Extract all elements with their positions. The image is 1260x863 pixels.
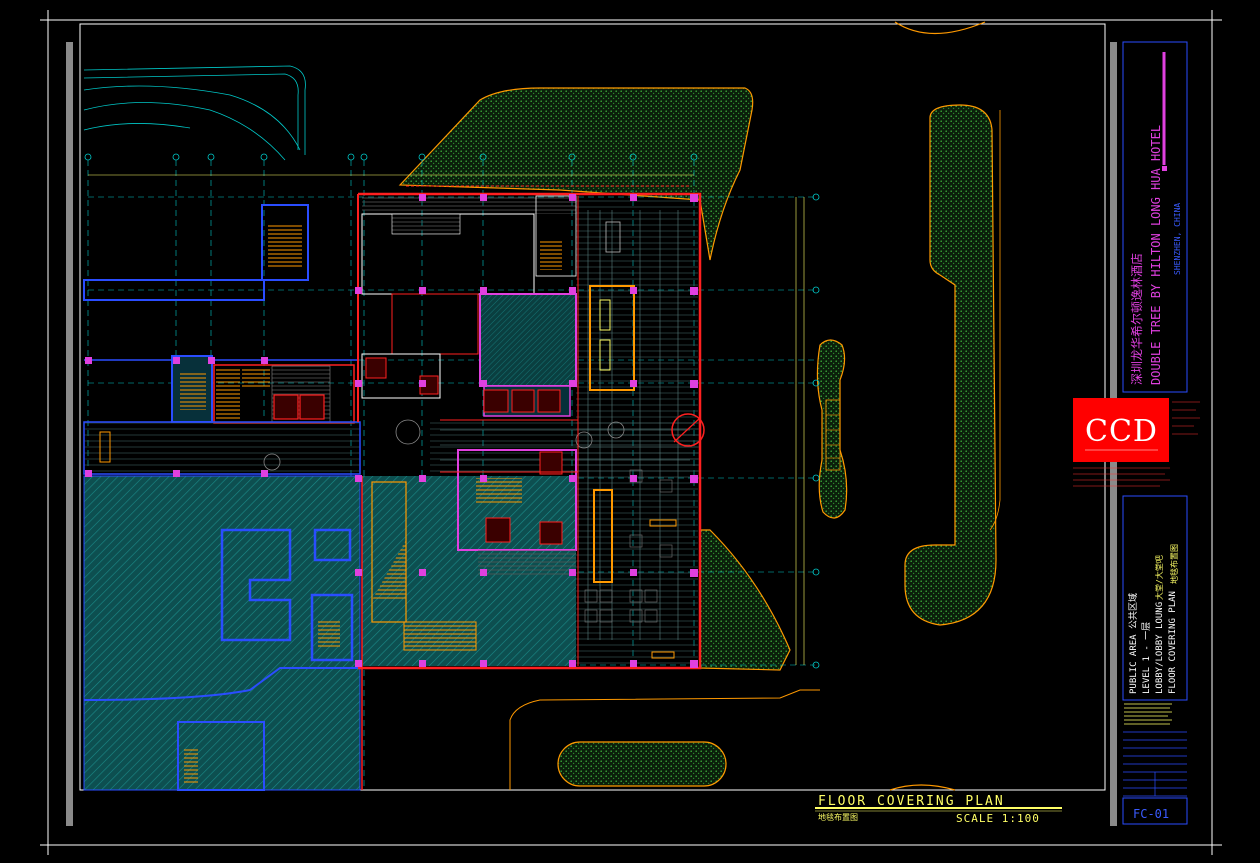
project-name-cn: 深圳龙华希尔顿逸林酒店 (1129, 253, 1144, 385)
area-line-4: FLOOR COVERING PLAN (1168, 591, 1178, 694)
drawing-scale: SCALE 1:100 (956, 812, 1040, 825)
area-line-2: LEVEL 1 - 一层 (1141, 622, 1152, 694)
title-block: 深圳龙华希尔顿逸林酒店 DOUBLE TREE BY HILTON LONG H… (1073, 41, 1200, 825)
ccd-logo (1073, 398, 1169, 462)
notes-block (1124, 703, 1172, 725)
grid-bubbles (84, 153, 820, 669)
area-line-4-cn: 地毯布置图 (1169, 544, 1179, 584)
drawing-title-block: FLOOR COVERING PLAN 地毯布置图 SCALE 1:100 (815, 794, 1062, 825)
area-line-1: PUBLIC AREA 公共区域 (1127, 593, 1139, 694)
landscape (398, 21, 1001, 791)
project-name-en: DOUBLE TREE BY HILTON LONG HUA HOTEL (1149, 125, 1163, 385)
logo-text: CCD (1085, 414, 1158, 449)
west-wing (83, 204, 361, 791)
project-location: SHENZHEN, CHINA (1173, 203, 1182, 275)
canopy-outline (83, 65, 306, 161)
revision-table (1123, 731, 1187, 797)
drawing-subtitle: 地毯布置图 (818, 812, 858, 822)
sheet-number: FC-01 (1133, 807, 1169, 821)
dimension-lines (88, 174, 805, 665)
area-line-3: LOBBY/LOBBY LOUNG (1155, 602, 1165, 694)
area-line-3-cn: 大堂/大堂吧 (1154, 555, 1164, 600)
drawing-title: FLOOR COVERING PLAN (818, 794, 1005, 809)
main-building (85, 185, 705, 790)
